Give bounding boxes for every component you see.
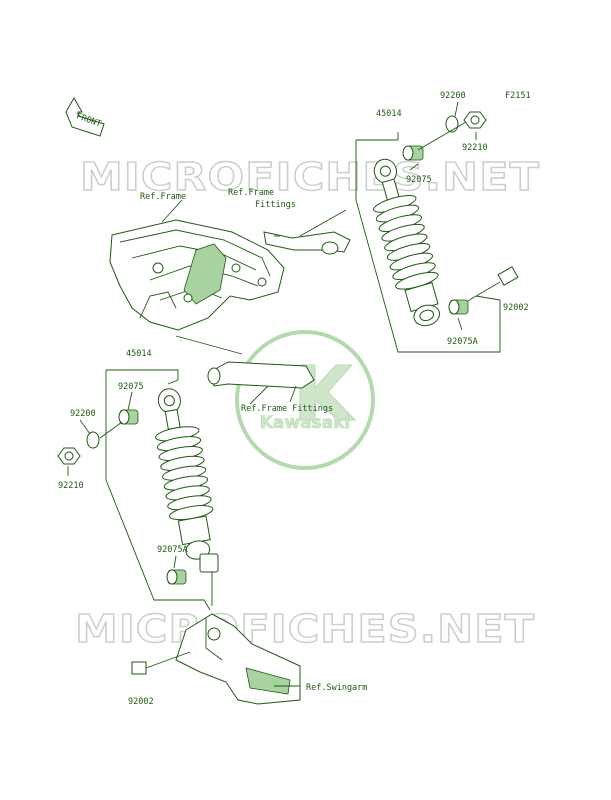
nut-92210-top [463, 111, 487, 129]
watermark-top: MICROFICHES.NET [80, 155, 540, 199]
label-92002-top: 92002 [503, 303, 529, 313]
shock-absorber-top [373, 158, 441, 327]
nut-92210-bottom [57, 447, 81, 465]
label-92200-bottom: 92200 [70, 409, 96, 419]
frame-drawing [109, 219, 285, 331]
label-45014-bottom: 45014 [126, 349, 152, 359]
label-ref-frame: Ref.Frame [140, 192, 186, 202]
shock-absorber-bottom [155, 388, 214, 560]
frame-fittings-top [263, 209, 351, 255]
watermark-bottom: MICROFICHES.NET [75, 607, 535, 651]
bushing-92075a-bottom [166, 569, 187, 585]
watermark-layer: MICROFICHES.NET MICROFICHES.NET Kawasaki [74, 154, 540, 651]
kawasaki-logo-text: Kawasaki [260, 413, 351, 433]
kawasaki-logo-watermark: Kawasaki [235, 330, 375, 470]
label-92210-top: 92210 [462, 143, 488, 153]
label-92210-bottom: 92210 [58, 481, 84, 491]
bolt-92002-bottom [131, 651, 191, 675]
bolt-92002-top [465, 266, 519, 303]
bushing-92075a-top [448, 299, 469, 315]
label-ref-swingarm: Ref.Swingarm [306, 683, 367, 693]
label-ref-frame-fittings-top-1: Ref.Frame [228, 188, 274, 198]
washer-92200-bottom [86, 431, 100, 449]
label-92075-bottom: 92075 [118, 382, 144, 392]
label-92075a-top: 92075A [447, 337, 478, 347]
label-92075-top: 92075 [406, 175, 432, 185]
figure-code: F2151 [505, 91, 531, 101]
label-45014-top: 45014 [376, 109, 402, 119]
frame-fittings-mid [207, 361, 315, 389]
label-92200-top: 92200 [440, 91, 466, 101]
washer-92200-top [445, 115, 459, 133]
label-ref-frame-fittings-top-2: Fittings [255, 200, 296, 210]
bushing-92075-top [402, 145, 424, 161]
swingarm-drawing [175, 572, 301, 705]
label-92075a-bottom: 92075A [157, 545, 188, 555]
front-arrow-icon: FRONT [65, 96, 105, 137]
label-ref-frame-fittings-mid: Ref.Frame Fittings [241, 404, 333, 414]
bushing-92075-bottom [118, 409, 139, 425]
label-92002-bottom: 92002 [128, 697, 154, 707]
